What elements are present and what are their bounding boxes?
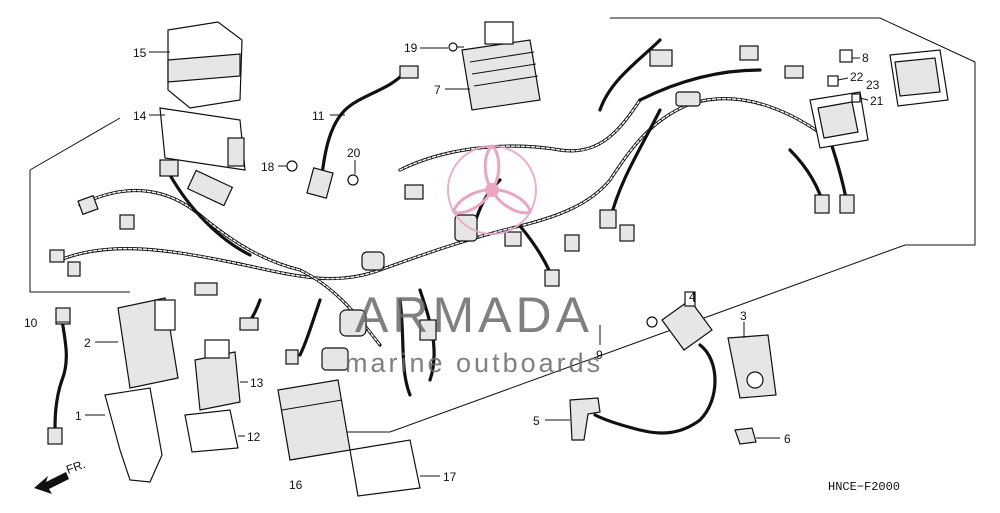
harness-connectors [49, 45, 855, 371]
part-label-11: 11 [312, 109, 325, 123]
control-unit [277, 379, 351, 461]
regulator-rectifier [461, 21, 541, 111]
part-label-3: 3 [740, 309, 747, 323]
part-label-7: 7 [434, 83, 441, 97]
part-label-1: 1 [75, 409, 82, 423]
cdi-unit [117, 297, 179, 389]
bolt-18 [286, 160, 298, 172]
relay-cover [184, 409, 239, 453]
cdi-cover [104, 387, 163, 483]
direction-label: FR. [64, 457, 87, 477]
part-label-16: 16 [289, 478, 303, 492]
fuse-21 [851, 93, 861, 103]
control-unit-cover [167, 21, 243, 109]
part-label-19: 19 [404, 41, 418, 55]
sensor-lead [306, 65, 419, 199]
clip [734, 427, 757, 445]
watermark-subtitle: marine outboards [345, 348, 603, 378]
lead-10 [47, 307, 71, 445]
part-label-9: 9 [596, 348, 603, 362]
fuse-8 [839, 49, 853, 63]
part-label-14: 14 [133, 109, 147, 123]
part-label-20: 20 [347, 146, 361, 160]
part-label-23: 23 [866, 78, 880, 92]
part-label-18: 18 [261, 160, 275, 174]
diagram-outline [29, 17, 976, 433]
part-label-15: 15 [133, 46, 147, 60]
watermark-title: ARMADA [355, 287, 593, 343]
ignition-coil [593, 291, 717, 435]
fuse-22 [827, 75, 839, 87]
part-label-4: 4 [689, 290, 696, 304]
part-number-labels: 15 14 19 7 11 18 20 8 22 23 21 10 2 1 13… [24, 41, 884, 492]
watermark-logo-icon [447, 144, 537, 235]
part-label-6: 6 [784, 432, 791, 446]
part-label-13: 13 [250, 376, 264, 390]
control-unit-bracket [159, 107, 246, 171]
front-direction-arrow-icon [34, 472, 69, 494]
leader-lines [56, 47, 869, 477]
spark-plug-cap [569, 397, 601, 441]
part-label-17: 17 [443, 470, 457, 484]
watermark: ARMADA marine outboards [345, 144, 603, 378]
part-label-10: 10 [24, 316, 38, 330]
bolt-19 [448, 42, 464, 52]
diagram-code: HNCE−F2000 [828, 480, 900, 494]
fuse-box-cover [889, 49, 949, 107]
part-label-12: 12 [247, 430, 261, 444]
bolt-20 [347, 174, 359, 186]
part-label-2: 2 [84, 336, 91, 350]
coil-holder [727, 334, 777, 399]
part-label-21: 21 [870, 94, 884, 108]
part-label-5: 5 [533, 414, 540, 428]
part-label-8: 8 [862, 51, 869, 65]
control-unit-cover-17 [349, 439, 421, 497]
part-label-22: 22 [850, 70, 864, 84]
relay [194, 339, 241, 411]
fuse-box [809, 91, 869, 149]
